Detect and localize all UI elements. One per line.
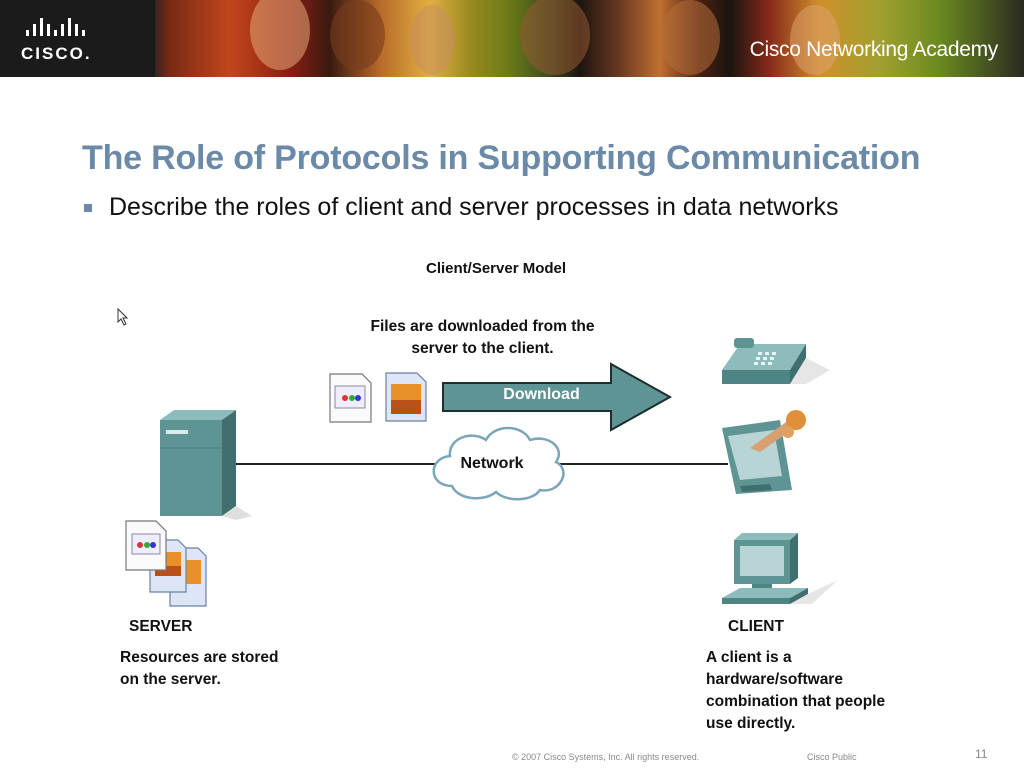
- client-description-line: combination that people: [706, 693, 886, 710]
- client-description: A client is a hardware/software combinat…: [706, 647, 885, 735]
- bullet-text: Describe the roles of client and server …: [109, 193, 839, 221]
- classification-text: Cisco Public: [807, 752, 857, 762]
- download-arrow-icon: [442, 362, 673, 432]
- cisco-bars-icon: [26, 18, 89, 36]
- diagram-title: Client/Server Model: [426, 260, 567, 277]
- server-tower-icon: [160, 410, 252, 520]
- header-banner: CISCO. Cisco Networking Academy: [0, 0, 1024, 77]
- banner-photo: [410, 5, 455, 75]
- cisco-logo: CISCO.: [0, 0, 155, 77]
- download-caption-line: Files are downloaded from the: [370, 318, 595, 335]
- server-description-line: on the server.: [120, 671, 221, 688]
- mouse-cursor-icon: [117, 307, 129, 326]
- cisco-logo-text: CISCO.: [21, 44, 92, 63]
- pda-icon: [722, 410, 806, 494]
- download-label: Download: [503, 386, 580, 403]
- client-label: CLIENT: [728, 618, 784, 635]
- copyright-text: © 2007 Cisco Systems, Inc. All rights re…: [512, 752, 700, 762]
- page-number: 11: [975, 747, 988, 761]
- server-files-icon: [125, 520, 207, 607]
- bullet-marker-icon: [84, 204, 92, 212]
- banner-photo: [520, 0, 590, 75]
- download-caption-line: server to the client.: [411, 340, 554, 357]
- slide-title: The Role of Protocols in Supporting Comm…: [82, 139, 921, 177]
- server-description-line: Resources are stored: [120, 649, 279, 666]
- ip-phone-icon: [722, 338, 830, 384]
- server-label: SERVER: [129, 618, 193, 635]
- server-description: Resources are stored on the server.: [120, 647, 279, 691]
- client-description-line: A client is a: [706, 649, 792, 666]
- download-caption: Files are downloaded from the server to …: [360, 316, 605, 360]
- network-cloud-icon: [432, 426, 565, 501]
- banner-photo: [330, 0, 385, 70]
- academy-title: Cisco Networking Academy: [749, 38, 999, 61]
- network-label: Network: [460, 455, 524, 472]
- banner-photo: [250, 0, 310, 70]
- desktop-computer-icon: [722, 533, 838, 604]
- banner-photo: [660, 0, 720, 75]
- client-description-line: hardware/software: [706, 671, 843, 688]
- file-icon: [329, 373, 372, 423]
- client-description-line: use directly.: [706, 715, 796, 732]
- banner-photo: [790, 5, 840, 75]
- image-file-icon: [385, 372, 427, 422]
